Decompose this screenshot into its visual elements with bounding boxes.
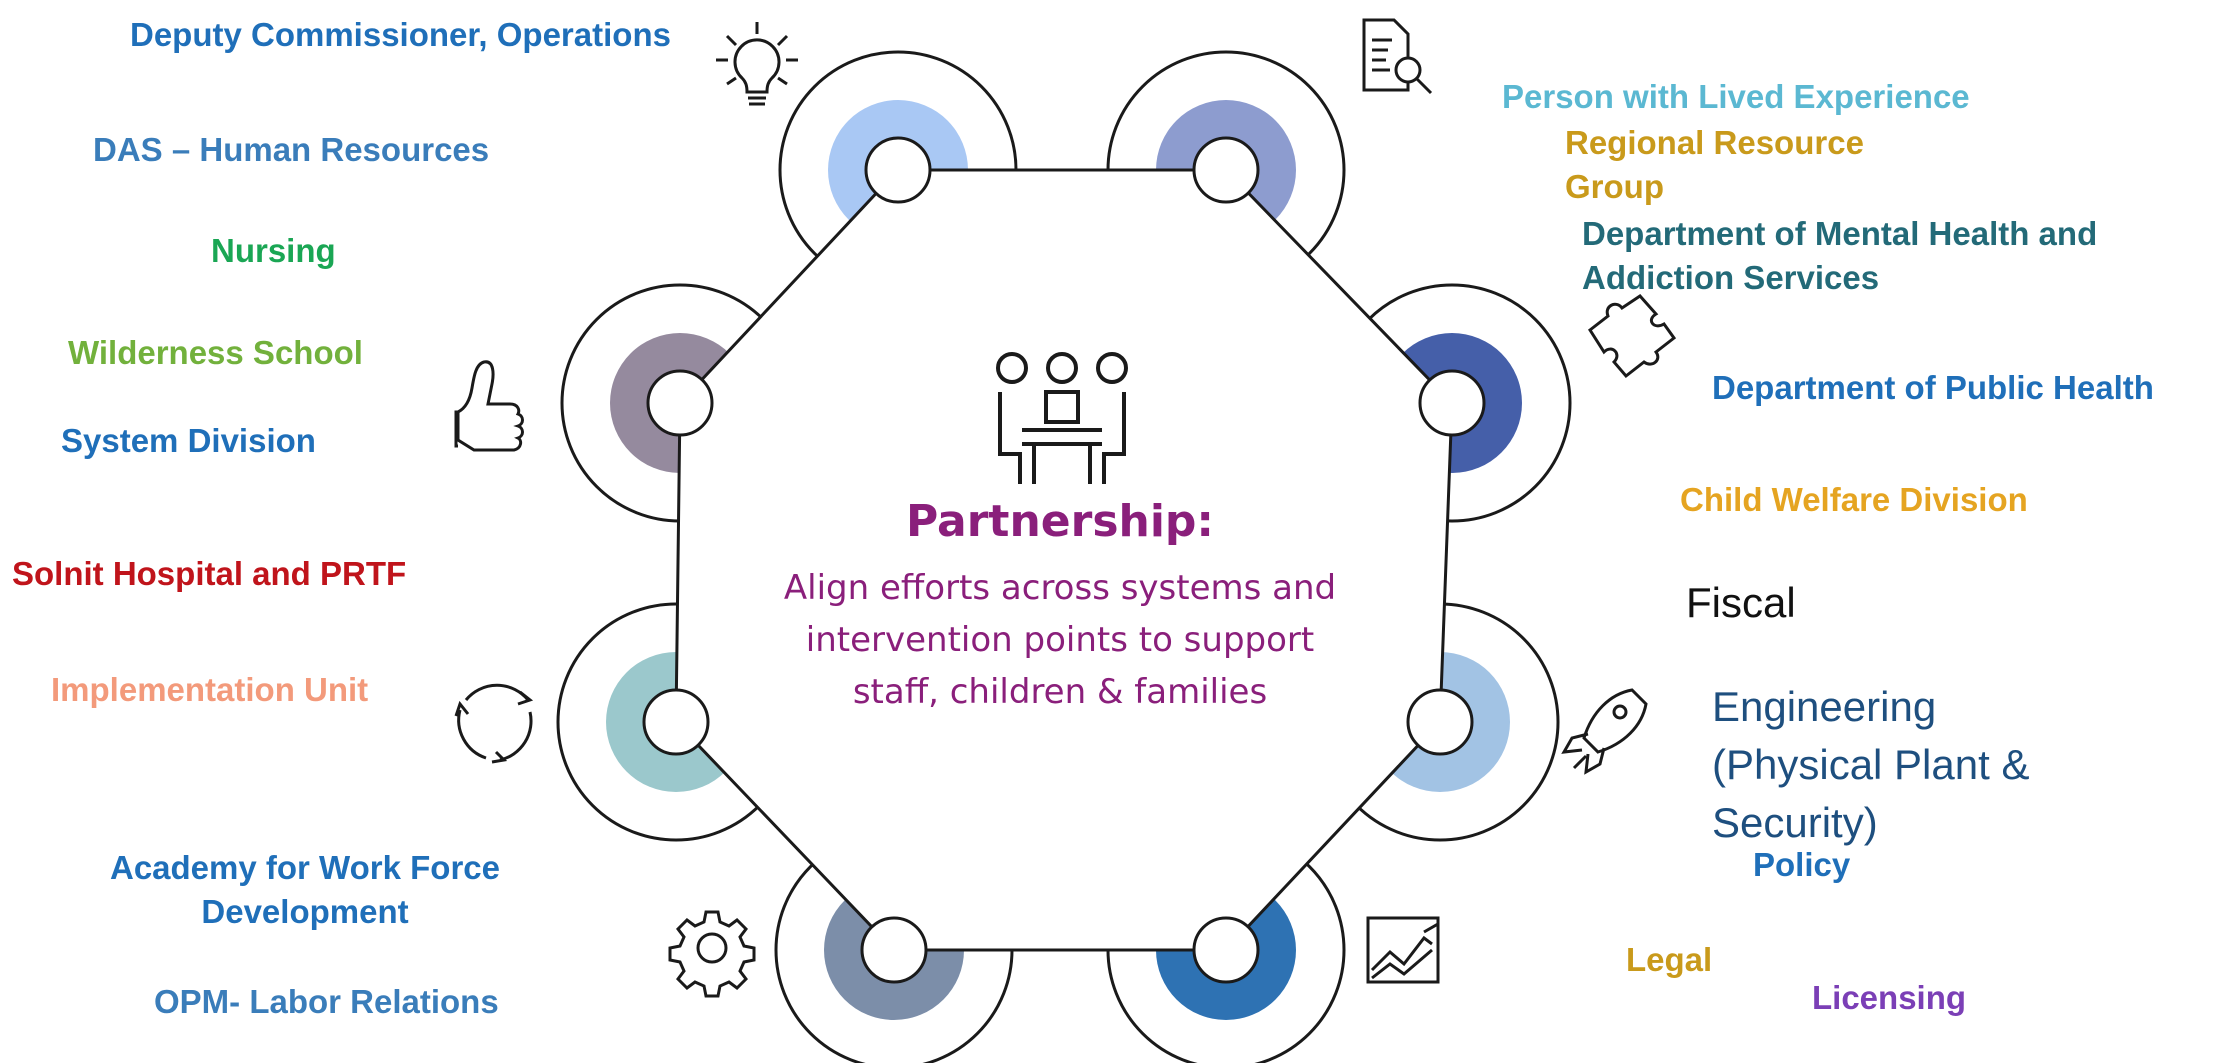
node-left-upper bbox=[646, 369, 714, 437]
label-engineering: Engineering (Physical Plant & Security) bbox=[1712, 678, 2029, 852]
node-top-right bbox=[1192, 136, 1260, 204]
label-opm-labor-relations: OPM- Labor Relations bbox=[154, 983, 499, 1020]
label-dmhas-line1: Department of Mental Health and bbox=[1582, 215, 2098, 252]
label-implementation-unit: Implementation Unit bbox=[51, 671, 369, 708]
label-system-division: System Division bbox=[61, 422, 316, 459]
label-academy: Academy for Work Force Development bbox=[90, 846, 520, 934]
center-description: Align efforts across systems and interve… bbox=[783, 568, 1337, 712]
label-dmhas: Department of Mental Health and Addictio… bbox=[1582, 212, 2097, 300]
label-deputy-commissioner: Deputy Commissioner, Operations bbox=[130, 16, 671, 53]
label-solnit-hospital: Solnit Hospital and PRTF bbox=[12, 555, 407, 592]
center-title: Partnership: bbox=[905, 496, 1215, 547]
label-nursing: Nursing bbox=[211, 232, 336, 269]
label-regional-line1: Regional Resource bbox=[1565, 124, 1864, 161]
label-academy-line1: Academy for Work Force bbox=[109, 849, 500, 886]
label-engineering-line1: Engineering bbox=[1712, 683, 1937, 730]
label-wilderness-school: Wilderness School bbox=[68, 334, 363, 371]
document-search-icon bbox=[1362, 18, 1433, 95]
growth-chart-icon bbox=[1366, 916, 1440, 984]
label-policy: Policy bbox=[1753, 846, 1851, 883]
label-fiscal: Fiscal bbox=[1686, 579, 1796, 626]
node-left-lower bbox=[642, 688, 710, 756]
node-top-left bbox=[864, 136, 932, 204]
label-legal: Legal bbox=[1626, 941, 1713, 978]
thumbs-up-icon bbox=[454, 360, 524, 452]
node-bottom-right bbox=[1192, 916, 1260, 984]
node-right-lower bbox=[1406, 688, 1474, 756]
label-regional-line2: Group bbox=[1565, 168, 1664, 205]
puzzle-piece-icon bbox=[1588, 294, 1677, 379]
center-text-block: Partnership: Align efforts across system… bbox=[780, 490, 1340, 718]
label-regional-resource: Regional Resource Group bbox=[1565, 121, 1864, 209]
label-engineering-line3: Security) bbox=[1712, 799, 1878, 846]
gear-icon bbox=[668, 910, 756, 998]
label-das-hr: DAS – Human Resources bbox=[93, 131, 490, 168]
label-engineering-line2: (Physical Plant & bbox=[1712, 741, 2030, 788]
node-bottom-left bbox=[860, 916, 928, 984]
label-child-welfare: Child Welfare Division bbox=[1680, 481, 2028, 518]
lightbulb-icon bbox=[716, 22, 798, 106]
node-right-upper bbox=[1418, 369, 1486, 437]
label-lived-experience: Person with Lived Experience bbox=[1502, 78, 1970, 115]
rocket-icon bbox=[1561, 688, 1648, 775]
meeting-people-icon bbox=[996, 352, 1128, 484]
label-public-health: Department of Public Health bbox=[1712, 369, 2154, 406]
label-academy-line2: Development bbox=[201, 893, 409, 930]
refresh-cycle-icon bbox=[454, 683, 534, 764]
label-dmhas-line2: Addiction Services bbox=[1582, 259, 1880, 296]
label-licensing: Licensing bbox=[1812, 979, 1967, 1016]
